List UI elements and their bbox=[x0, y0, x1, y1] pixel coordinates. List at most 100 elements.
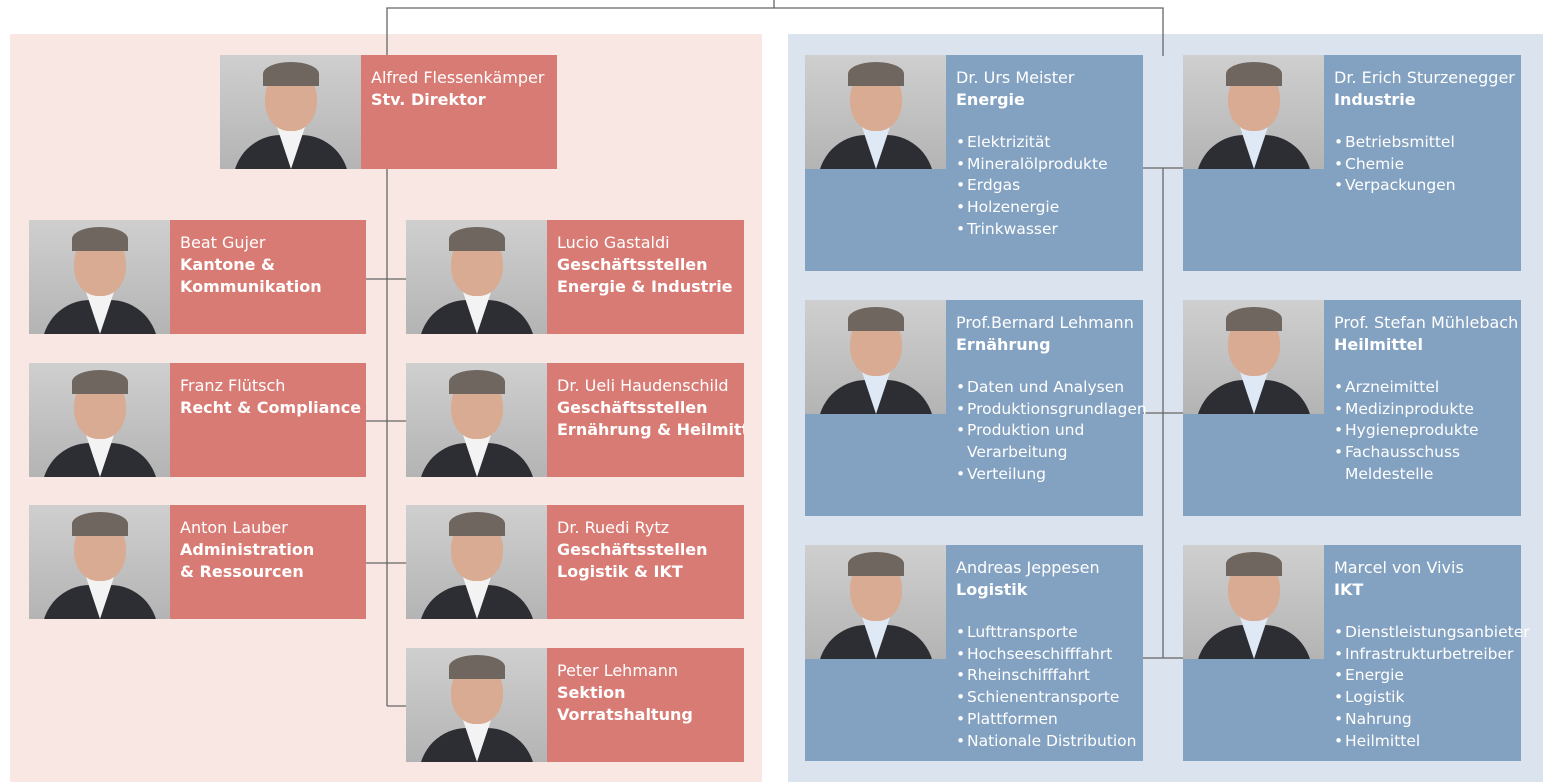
person-name: Anton Lauber bbox=[180, 518, 288, 537]
office-card: Lucio Gastaldi Geschäftsstellen Energie … bbox=[406, 220, 744, 334]
sector-card-energie: Dr. Urs Meister Energie Elektrizität Min… bbox=[805, 55, 1143, 271]
sector-field: Logistik bbox=[956, 580, 1028, 599]
person-role: Logistik & IKT bbox=[557, 562, 683, 581]
sector-items: Elektrizität Mineralölprodukte Erdgas Ho… bbox=[956, 132, 1108, 241]
sector-card-industrie: Dr. Erich Sturzenegger Industrie Betrieb… bbox=[1183, 55, 1521, 271]
sector-card-heilmittel: Prof. Stefan Mühlebach Heilmittel Arznei… bbox=[1183, 300, 1521, 516]
person-photo bbox=[406, 648, 547, 762]
list-item-continuation: Meldestelle bbox=[1345, 464, 1434, 483]
list-item: Erdgas bbox=[956, 175, 1108, 197]
person-photo bbox=[406, 505, 547, 619]
person-role: Kantone & bbox=[180, 255, 275, 274]
person-name: Dr. Ueli Haudenschild bbox=[557, 376, 729, 395]
person-photo bbox=[1183, 55, 1324, 169]
list-item: Lufttransporte bbox=[956, 622, 1136, 644]
person-name: Prof.Bernard Lehmann bbox=[956, 313, 1134, 332]
staff-card: Franz Flütsch Recht & Compliance bbox=[29, 363, 366, 477]
person-photo bbox=[29, 220, 170, 334]
person-photo bbox=[406, 363, 547, 477]
person-photo bbox=[29, 505, 170, 619]
person-role: Sektion bbox=[557, 683, 626, 702]
list-item: Fachausschuss bbox=[1334, 442, 1478, 464]
sector-card-ikt: Marcel von Vivis IKT Dienstleistungsanbi… bbox=[1183, 545, 1530, 761]
list-item: Hygieneprodukte bbox=[1334, 420, 1478, 442]
list-item: Produktion und bbox=[956, 420, 1147, 442]
person-photo bbox=[805, 300, 946, 414]
person-name: Beat Gujer bbox=[180, 233, 266, 252]
person-name: Andreas Jeppesen bbox=[956, 558, 1100, 577]
person-photo bbox=[29, 363, 170, 477]
list-item: Produktionsgrundlagen bbox=[956, 399, 1147, 421]
list-item: Betriebsmittel bbox=[1334, 132, 1456, 154]
sector-field: IKT bbox=[1334, 580, 1364, 599]
person-name: Dr. Erich Sturzenegger bbox=[1334, 68, 1515, 87]
top-connector bbox=[386, 7, 1164, 56]
list-item: Elektrizität bbox=[956, 132, 1108, 154]
sector-card-logistik: Andreas Jeppesen Logistik Lufttransporte… bbox=[805, 545, 1143, 761]
list-item: Nahrung bbox=[1334, 709, 1530, 731]
sector-items: Lufttransporte Hochseeschifffahrt Rheins… bbox=[956, 622, 1136, 752]
list-item: Medizinprodukte bbox=[1334, 399, 1478, 421]
sector-field: Heilmittel bbox=[1334, 335, 1423, 354]
person-photo bbox=[406, 220, 547, 334]
list-item: Chemie bbox=[1334, 154, 1456, 176]
person-name: Alfred Flessenkämper bbox=[371, 68, 545, 87]
person-role: & Ressourcen bbox=[180, 562, 304, 581]
list-item: Infrastrukturbetreiber bbox=[1334, 644, 1530, 666]
office-card: Peter Lehmann Sektion Vorratshaltung bbox=[406, 648, 744, 762]
list-item: Verpackungen bbox=[1334, 175, 1456, 197]
list-item: Mineralölprodukte bbox=[956, 154, 1108, 176]
list-item: Verteilung bbox=[956, 464, 1147, 486]
person-name: Prof. Stefan Mühlebach bbox=[1334, 313, 1519, 332]
list-item: Rheinschifffahrt bbox=[956, 665, 1136, 687]
sector-field: Ernährung bbox=[956, 335, 1051, 354]
person-role: Ernährung & Heilmittel bbox=[557, 420, 744, 439]
person-role: Geschäftsstellen bbox=[557, 398, 708, 417]
list-item: Hochseeschifffahrt bbox=[956, 644, 1136, 666]
person-role: Energie & Industrie bbox=[557, 277, 733, 296]
sector-items: Dienstleistungsanbieter Infrastrukturbet… bbox=[1334, 622, 1530, 752]
list-item: Arzneimittel bbox=[1334, 377, 1478, 399]
list-item: Schienentransporte bbox=[956, 687, 1136, 709]
person-role: Stv. Direktor bbox=[371, 90, 486, 109]
person-photo bbox=[1183, 545, 1324, 659]
staff-card: Anton Lauber Administration & Ressourcen bbox=[29, 505, 366, 619]
list-item: Dienstleistungsanbieter bbox=[1334, 622, 1530, 644]
sector-items: Daten und Analysen Produktionsgrundlagen… bbox=[956, 377, 1147, 486]
list-item: Daten und Analysen bbox=[956, 377, 1147, 399]
sector-items: Arzneimittel Medizinprodukte Hygieneprod… bbox=[1334, 377, 1478, 486]
person-photo bbox=[805, 545, 946, 659]
person-role: Geschäftsstellen bbox=[557, 540, 708, 559]
person-role: Administration bbox=[180, 540, 315, 559]
office-card: Dr. Ueli Haudenschild Geschäftsstellen E… bbox=[406, 363, 744, 477]
person-role: Recht & Compliance bbox=[180, 398, 362, 417]
person-role: Geschäftsstellen bbox=[557, 255, 708, 274]
person-name: Peter Lehmann bbox=[557, 661, 678, 680]
list-item: Plattformen bbox=[956, 709, 1136, 731]
sector-field: Energie bbox=[956, 90, 1025, 109]
person-name: Marcel von Vivis bbox=[1334, 558, 1464, 577]
head-card: Alfred Flessenkämper Stv. Direktor bbox=[220, 55, 557, 169]
list-item: Trinkwasser bbox=[956, 219, 1108, 241]
list-item: Heilmittel bbox=[1334, 731, 1530, 753]
person-name: Lucio Gastaldi bbox=[557, 233, 670, 252]
sector-card-ernaehrung: Prof.Bernard Lehmann Ernährung Daten und… bbox=[805, 300, 1147, 516]
person-role: Vorratshaltung bbox=[557, 705, 693, 724]
list-item: Holzenergie bbox=[956, 197, 1108, 219]
list-item: Energie bbox=[1334, 665, 1530, 687]
person-photo bbox=[1183, 300, 1324, 414]
office-card: Dr. Ruedi Rytz Geschäftsstellen Logistik… bbox=[406, 505, 744, 619]
person-role: Kommunikation bbox=[180, 277, 322, 296]
person-name: Franz Flütsch bbox=[180, 376, 286, 395]
list-item: Logistik bbox=[1334, 687, 1530, 709]
person-photo bbox=[805, 55, 946, 169]
list-item: Nationale Distribution bbox=[956, 731, 1136, 753]
list-item-continuation: Verarbeitung bbox=[967, 443, 1068, 462]
person-name: Dr. Ruedi Rytz bbox=[557, 518, 670, 537]
sector-items: Betriebsmittel Chemie Verpackungen bbox=[1334, 132, 1456, 197]
person-name: Dr. Urs Meister bbox=[956, 68, 1075, 87]
person-photo bbox=[220, 55, 361, 169]
sector-field: Industrie bbox=[1334, 90, 1416, 109]
staff-card: Beat Gujer Kantone & Kommunikation bbox=[29, 220, 366, 334]
